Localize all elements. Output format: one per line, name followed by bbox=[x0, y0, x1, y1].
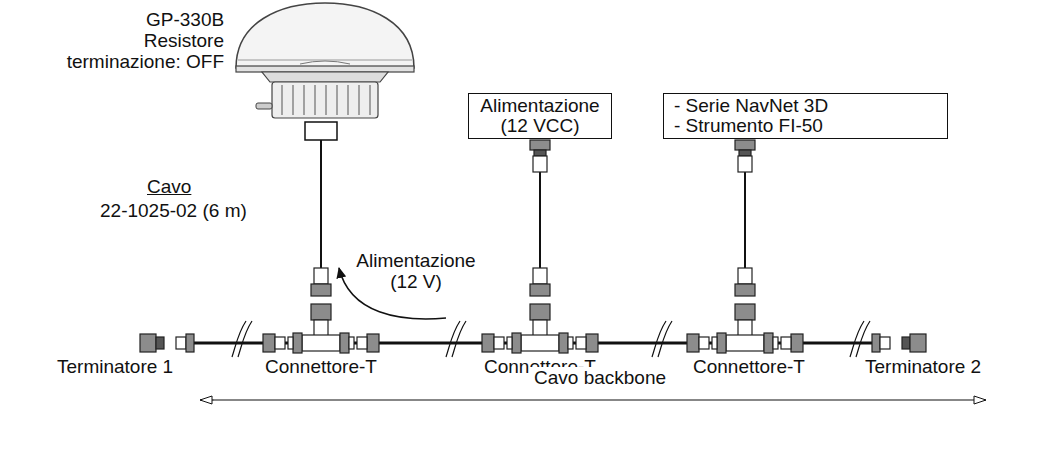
t-stem bbox=[533, 320, 547, 336]
t-end bbox=[349, 337, 354, 349]
rib bbox=[304, 85, 305, 115]
rib bbox=[370, 85, 371, 115]
annotation-label: Connettore-T bbox=[693, 356, 805, 377]
drop-cable bbox=[744, 172, 746, 270]
box-plug-body bbox=[738, 156, 752, 172]
drop-plug-nut bbox=[530, 284, 550, 296]
extent-arrow bbox=[214, 399, 986, 400]
box-plug-ring bbox=[739, 150, 751, 156]
t-end bbox=[773, 337, 778, 349]
rib bbox=[293, 85, 294, 115]
terminator-plug bbox=[176, 337, 186, 349]
annotation-label: Terminatore 1 bbox=[57, 356, 173, 377]
t-end bbox=[507, 337, 512, 349]
rib bbox=[337, 85, 338, 115]
t-end bbox=[288, 337, 293, 349]
rib bbox=[282, 85, 283, 115]
extent-arrow bbox=[200, 399, 214, 400]
drop-plug-body bbox=[314, 268, 328, 284]
plug-body bbox=[494, 337, 504, 349]
gps-antenna bbox=[236, 3, 414, 140]
plug-nut bbox=[687, 334, 699, 352]
terminator-plug bbox=[880, 337, 890, 349]
annotation-label: Terminatore 2 bbox=[865, 356, 981, 377]
plug-nut bbox=[482, 334, 494, 352]
annotation-label: GP-330B bbox=[146, 9, 224, 30]
plug-body bbox=[357, 337, 367, 349]
t-socket bbox=[311, 304, 331, 320]
t-body bbox=[302, 335, 340, 351]
terminator-cap bbox=[140, 334, 156, 352]
t-flange bbox=[717, 333, 726, 353]
annotation-label: Resistore terminazione: OFF bbox=[46, 30, 224, 72]
t-flange bbox=[293, 333, 302, 353]
box-text: - Serie NavNet 3D bbox=[674, 96, 937, 116]
t-flange bbox=[764, 333, 773, 353]
box-plug-nut bbox=[735, 140, 755, 150]
t-socket bbox=[530, 304, 550, 320]
rib bbox=[348, 85, 349, 115]
t-flange bbox=[559, 333, 568, 353]
terminator-pin bbox=[156, 337, 164, 349]
plug-nut bbox=[791, 334, 803, 352]
plug-nut bbox=[367, 334, 379, 352]
plug-body bbox=[275, 337, 285, 349]
annotation-label: Alimentazione (12 V) bbox=[346, 250, 486, 292]
annotation-label: Connettore-T bbox=[265, 356, 377, 377]
box-text: Alimentazione (12 VCC) bbox=[479, 96, 601, 136]
terminator-cap bbox=[910, 334, 926, 352]
drop-cable bbox=[539, 172, 541, 270]
t-body bbox=[521, 335, 559, 351]
t-flange bbox=[512, 333, 521, 353]
plug-nut bbox=[263, 334, 275, 352]
t-stem bbox=[314, 320, 328, 336]
drop-plug-nut bbox=[311, 284, 331, 296]
box-plug-nut bbox=[530, 140, 550, 150]
t-body bbox=[726, 335, 764, 351]
rib bbox=[326, 85, 327, 115]
rib bbox=[315, 85, 316, 115]
break-marks bbox=[232, 321, 870, 357]
annotation-label: Cavo backbone bbox=[530, 367, 670, 388]
plug-nut bbox=[586, 334, 598, 352]
terminator-plug-nut bbox=[872, 334, 880, 352]
annotation-label: Cavo bbox=[147, 176, 191, 197]
drop-plug-nut bbox=[735, 284, 755, 296]
device-box: - Serie NavNet 3D- Strumento FI-50 bbox=[663, 93, 948, 139]
terminator-plug-nut bbox=[186, 334, 194, 352]
t-socket bbox=[735, 304, 755, 320]
drop-plug-body bbox=[533, 268, 547, 284]
rib bbox=[359, 85, 360, 115]
box-plug-body bbox=[533, 156, 547, 172]
t-end bbox=[568, 337, 573, 349]
plug-body bbox=[576, 337, 586, 349]
drop-cable bbox=[320, 140, 322, 268]
t-stem bbox=[738, 320, 752, 336]
plug-body bbox=[699, 337, 709, 349]
terminator-pin bbox=[902, 337, 910, 349]
t-flange bbox=[340, 333, 349, 353]
drop-plug-body bbox=[738, 268, 752, 284]
box-text: - Strumento FI-50 bbox=[674, 116, 937, 136]
plug-body bbox=[781, 337, 791, 349]
device-box: Alimentazione (12 VCC) bbox=[468, 93, 612, 139]
t-end bbox=[712, 337, 717, 349]
box-plug-ring bbox=[534, 150, 546, 156]
annotation-label: 22-1025-02 (6 m) bbox=[100, 200, 247, 221]
